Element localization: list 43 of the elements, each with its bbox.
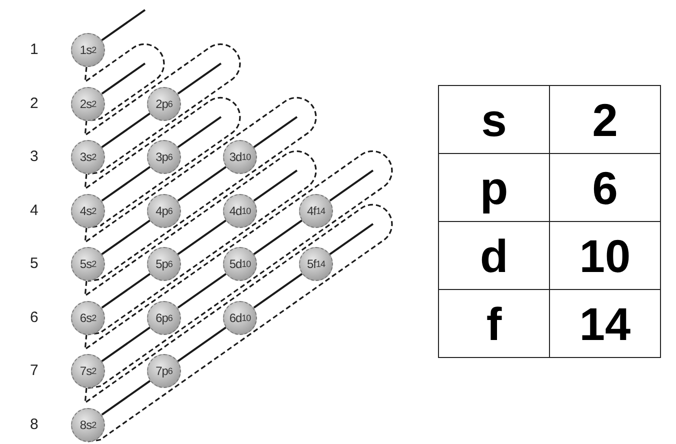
row-number: 4 (30, 202, 38, 218)
dashed-loop-line (84, 204, 392, 442)
row-number: 6 (30, 308, 38, 326)
table-cell: 14 (550, 290, 660, 358)
diagonal-line (177, 116, 222, 148)
diagonal-line (101, 62, 146, 95)
dashed-loop-line (84, 96, 241, 228)
diagonal-line (177, 166, 227, 202)
diagonal-line (101, 380, 151, 416)
dashed-loop-line (84, 96, 317, 282)
dashed-loop-line (84, 150, 317, 336)
diagonal-line (101, 9, 146, 42)
diagonal-line (101, 112, 151, 148)
table-cell: 2 (550, 86, 660, 154)
table-cell: d (438, 222, 550, 290)
diagonal-line (253, 272, 303, 309)
table-cell: s (438, 86, 550, 154)
diagonal-line (253, 170, 298, 202)
diagonal-line (177, 219, 227, 256)
diagonal-line (253, 219, 303, 256)
diagonal-line (177, 326, 227, 362)
diagonal-line (177, 62, 222, 95)
diagonal-line (329, 170, 374, 202)
table-cell: p (438, 154, 550, 222)
diagonal-line (101, 166, 151, 202)
table-cell: f (438, 290, 550, 358)
row-number: 1 (30, 41, 38, 58)
dashed-loop-line (84, 43, 241, 175)
row-number: 2 (30, 94, 38, 112)
diagonal-line (329, 223, 374, 256)
diagonal-line (177, 272, 227, 309)
diagonal-line (253, 116, 298, 148)
row-number: 3 (30, 148, 38, 165)
diagonal-line (101, 326, 151, 362)
table-cell: 6 (550, 154, 660, 222)
dashed-loop-line (84, 43, 165, 122)
row-number: 8 (30, 416, 38, 432)
diagonal-line (101, 219, 151, 256)
dashed-loop-line (84, 150, 392, 389)
diagonal-line (101, 272, 151, 309)
table-cell: 10 (550, 222, 660, 290)
row-number: 5 (30, 255, 38, 272)
row-number: 7 (30, 362, 38, 379)
